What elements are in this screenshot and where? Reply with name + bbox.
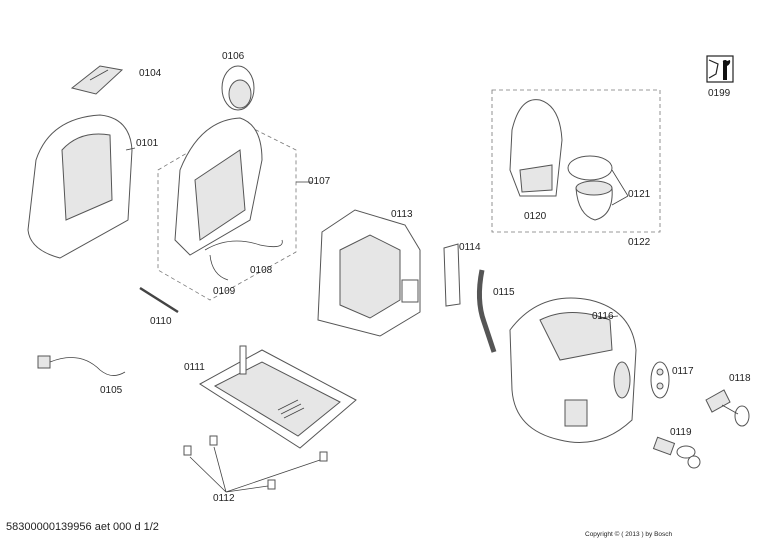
label-0122: 0122 [628,237,651,248]
label-0111: 0111 [184,362,205,373]
part-0118[interactable] [705,389,750,427]
part-0104[interactable] [70,65,124,95]
label-0117: 0117 [672,366,694,377]
part-0116[interactable] [509,297,637,443]
part-0101[interactable] [27,114,136,259]
label-0199: 0199 [708,88,731,99]
label-0119: 0119 [670,427,692,438]
copyright: Copyright © ( 2013 ) by Bosch [585,531,673,538]
label-0110: 0110 [150,316,172,327]
part-0105[interactable] [37,355,126,376]
part-0114[interactable] [443,243,461,307]
part-0110[interactable] [139,286,179,314]
label-0112: 0112 [213,493,235,504]
label-0121: 0121 [628,189,651,200]
part-0117[interactable] [650,361,670,399]
label-0108: 0108 [250,265,273,276]
part-0113[interactable] [317,209,421,337]
label-0109: 0109 [213,286,236,297]
tool-icon [706,55,734,83]
label-0107: 0107 [308,176,331,187]
part-0106[interactable] [221,65,255,111]
label-0104: 0104 [139,68,162,79]
label-0101: 0101 [136,138,159,149]
label-0106: 0106 [222,51,245,62]
label-0120: 0120 [524,211,547,222]
label-0113: 0113 [391,209,413,220]
part-group-0107[interactable] [157,117,312,301]
part-0119[interactable] [652,436,701,469]
label-0116: 0116 [592,311,614,322]
part-0111[interactable] [199,345,357,449]
part-group-0122[interactable] [491,89,661,233]
part-0115[interactable] [476,269,497,353]
label-0114: 0114 [459,242,481,253]
document-id: 58300000139956 aet 000 d 1/2 [6,521,159,533]
label-0118: 0118 [729,373,751,384]
label-0105: 0105 [100,385,123,396]
part-0112[interactable] [183,435,328,493]
label-0115: 0115 [493,287,515,298]
